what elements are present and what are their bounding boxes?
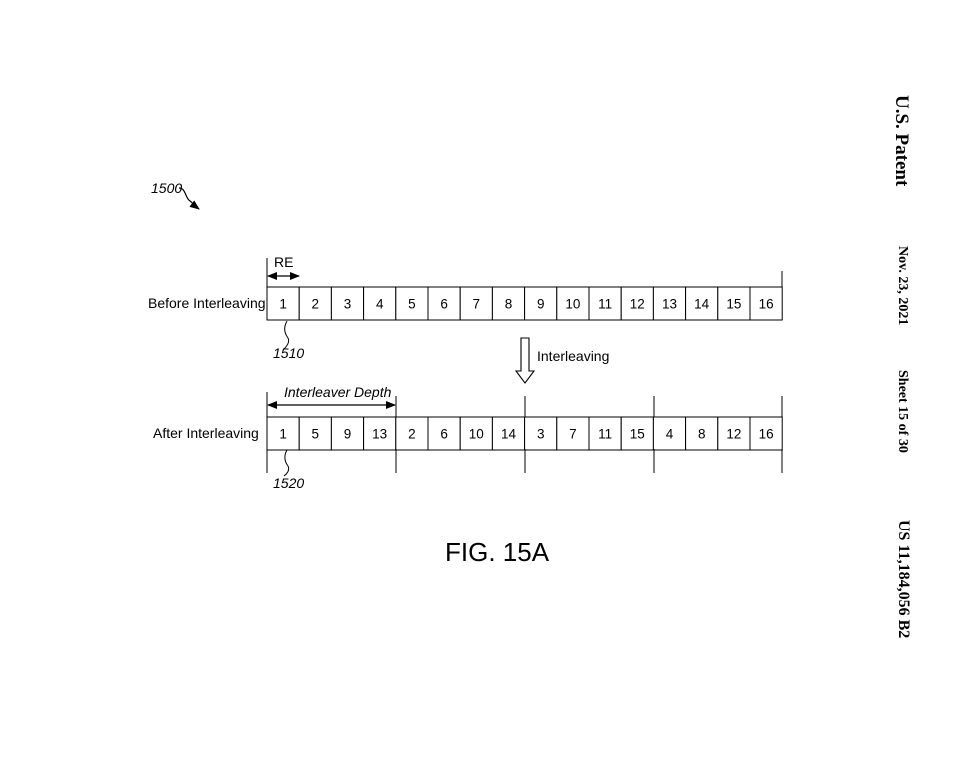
before-cell <box>588 286 622 321</box>
before-cell-label: 1 <box>279 297 287 312</box>
after-cell-label: 7 <box>569 427 577 442</box>
interleaver-depth-label: Interleaver Depth <box>284 384 392 400</box>
after-cell <box>749 416 783 451</box>
before-cell-label: 8 <box>505 297 513 312</box>
before-cell-label: 4 <box>376 297 384 312</box>
before-cell-label: 15 <box>726 297 741 312</box>
before-cell-label: 7 <box>473 297 481 312</box>
before-cell <box>491 286 526 321</box>
after-cell-label: 14 <box>501 427 517 442</box>
after-cell <box>266 416 300 451</box>
before-cell-label: 11 <box>598 297 612 312</box>
after-cell <box>556 416 590 451</box>
before-cell <box>459 286 493 321</box>
before-cell-label: 12 <box>630 297 645 312</box>
after-cell-label: 4 <box>666 427 674 442</box>
before-cell-label: 16 <box>759 297 774 312</box>
after-cell-label: 13 <box>372 427 387 442</box>
before-cell <box>524 286 558 321</box>
before-cell <box>556 286 590 321</box>
after-cell <box>717 416 751 451</box>
after-cell-label: 8 <box>698 427 706 442</box>
after-cell-label: 10 <box>469 427 484 442</box>
interleaving-label: Interleaving <box>537 348 609 364</box>
interleaving-down-arrow-icon <box>514 337 536 384</box>
after-cell <box>427 416 461 451</box>
after-cell-label: 1 <box>279 427 287 442</box>
before-cell <box>330 286 365 321</box>
after-cell <box>491 416 526 451</box>
after-cell <box>588 416 622 451</box>
after-cell <box>363 416 397 451</box>
before-cell <box>717 286 751 321</box>
after-cell <box>395 416 429 451</box>
after-cell-label: 5 <box>312 427 320 442</box>
after-cell-label: 15 <box>630 427 645 442</box>
after-cell-label: 3 <box>537 427 545 442</box>
before-interleaving-label: Before Interleaving <box>148 295 266 311</box>
after-cell-label: 6 <box>440 427 448 442</box>
ref-label-1500: 1500 <box>151 180 182 196</box>
ref-leader-1510 <box>283 320 290 350</box>
after-interleaving-label: After Interleaving <box>153 425 259 441</box>
after-cell-label: 16 <box>759 427 774 442</box>
before-cell <box>620 286 654 321</box>
ref-leader-1520 <box>283 449 290 477</box>
before-cell-label: 9 <box>537 297 545 312</box>
ref-label-1520: 1520 <box>273 475 304 491</box>
before-cell-label: 5 <box>408 297 416 312</box>
after-cell <box>685 416 719 451</box>
before-cell-label: 14 <box>694 297 710 312</box>
ref-label-1510: 1510 <box>273 345 304 361</box>
before-cell <box>427 286 461 321</box>
after-cell <box>459 416 493 451</box>
before-cell-label: 6 <box>440 297 448 312</box>
re-label: RE <box>274 254 293 270</box>
after-cell-label: 2 <box>408 427 416 442</box>
before-cell-label: 2 <box>312 297 320 312</box>
before-cell-label: 10 <box>565 297 580 312</box>
figure-caption: FIG. 15A <box>445 537 550 567</box>
before-cell <box>363 286 397 321</box>
after-cell-label: 11 <box>598 427 612 442</box>
ref-arrow-1500 <box>178 187 200 210</box>
before-cell <box>685 286 719 321</box>
before-cell-label: 3 <box>344 297 352 312</box>
before-cell <box>749 286 783 321</box>
after-cell-label: 12 <box>726 427 741 442</box>
before-cell-label: 13 <box>662 297 677 312</box>
after-cell-label: 9 <box>344 427 352 442</box>
